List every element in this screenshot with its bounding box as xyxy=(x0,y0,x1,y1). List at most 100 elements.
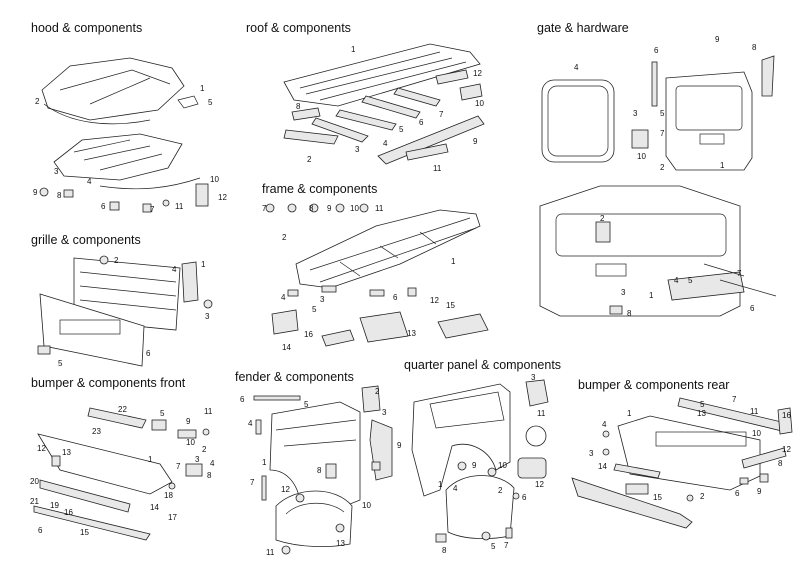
bumper-rear-diagram xyxy=(571,397,793,529)
callout-number: 1 xyxy=(200,84,205,93)
callout-number: 16 xyxy=(782,411,791,420)
callout-number: 5 xyxy=(58,359,63,368)
callout-number: 3 xyxy=(621,288,626,297)
hood-cable xyxy=(99,177,201,190)
hood-diagram xyxy=(39,57,209,213)
callout-number: 3 xyxy=(382,408,387,417)
callout-number: 11 xyxy=(537,409,546,418)
callout-number: 3 xyxy=(355,145,360,154)
callout-number: 3 xyxy=(320,295,325,304)
callout-number: 10 xyxy=(475,99,484,108)
callout-number: 10 xyxy=(210,175,219,184)
callout-number: 8 xyxy=(296,102,301,111)
callout-number: 4 xyxy=(210,459,215,468)
callout-number: 9 xyxy=(186,417,191,426)
hood-inner-panel xyxy=(53,133,183,181)
section-title-gate: gate & hardware xyxy=(537,21,629,35)
gate-callouts: 1 2 3 4 5 6 7 8 9 10 1 2 3 4 5 6 7 8 xyxy=(574,35,757,318)
callout-number: 12 xyxy=(218,193,227,202)
callout-number: 5 xyxy=(491,542,496,551)
quarter-panel xyxy=(411,383,511,497)
fender-diagram xyxy=(253,385,393,555)
callout-number: 1 xyxy=(649,291,654,300)
grille xyxy=(73,257,181,331)
callout-number: 7 xyxy=(262,204,267,213)
grille-diagram xyxy=(37,255,213,367)
callout-number: 3 xyxy=(195,455,200,464)
callout-number: 8 xyxy=(778,459,783,468)
callout-number: 17 xyxy=(168,513,177,522)
callout-number: 6 xyxy=(38,526,43,535)
callout-number: 5 xyxy=(660,109,665,118)
callout-number: 6 xyxy=(419,118,424,127)
callout-number: 9 xyxy=(472,461,477,470)
callout-number: 2 xyxy=(600,214,605,223)
callout-number: 1 xyxy=(720,161,725,170)
callout-number: 9 xyxy=(33,188,38,197)
callout-number: 1 xyxy=(451,257,456,266)
callout-number: 9 xyxy=(473,137,478,146)
callout-number: 6 xyxy=(654,46,659,55)
chassis-frame xyxy=(295,209,481,289)
callout-number: 8 xyxy=(317,466,322,475)
callout-number: 4 xyxy=(248,419,253,428)
callout-number: 5 xyxy=(304,400,309,409)
callout-number: 2 xyxy=(498,486,503,495)
section-title-roof: roof & components xyxy=(246,21,351,35)
callout-number: 1 xyxy=(148,455,153,464)
bumper-front-diagram xyxy=(33,407,210,541)
callout-number: 13 xyxy=(336,539,345,548)
callout-number: 5 xyxy=(312,305,317,314)
callout-number: 10 xyxy=(350,204,359,213)
callout-number: 3 xyxy=(589,449,594,458)
section-title-quarter: quarter panel & components xyxy=(404,358,562,372)
hood-callouts: 1 2 3 4 5 6 7 8 9 10 11 12 xyxy=(33,84,227,214)
callout-number: 23 xyxy=(92,427,101,436)
callout-number: 5 xyxy=(399,125,404,134)
callout-number: 5 xyxy=(688,276,693,285)
callout-number: 4 xyxy=(674,276,679,285)
grille-callouts: 1 2 3 4 5 6 xyxy=(58,256,210,368)
callout-number: 12 xyxy=(37,444,46,453)
callout-number: 9 xyxy=(757,487,762,496)
callout-number: 3 xyxy=(633,109,638,118)
callout-number: 2 xyxy=(375,387,380,396)
callout-number: 20 xyxy=(30,477,39,486)
callout-number: 6 xyxy=(522,493,527,502)
callout-number: 11 xyxy=(175,202,184,211)
callout-number: 13 xyxy=(697,409,706,418)
callout-number: 1 xyxy=(201,260,206,269)
callout-number: 6 xyxy=(393,293,398,302)
section-title-bumper-rear: bumper & components rear xyxy=(578,378,730,392)
callout-number: 2 xyxy=(660,163,665,172)
callout-number: 2 xyxy=(114,256,119,265)
callout-number: 7 xyxy=(439,110,444,119)
callout-number: 12 xyxy=(430,296,439,305)
callout-number: 11 xyxy=(266,548,275,557)
frame-callouts: 1 2 3 4 5 6 7 8 9 10 11 12 13 14 15 16 xyxy=(262,204,456,352)
callout-number: 8 xyxy=(309,204,314,213)
quarter-diagram xyxy=(411,379,549,543)
front-fascia xyxy=(39,293,145,367)
callout-number: 15 xyxy=(446,301,455,310)
callout-number: 10 xyxy=(637,152,646,161)
callout-number: 5 xyxy=(208,98,213,107)
callout-number: 3 xyxy=(531,373,536,382)
section-title-fender: fender & components xyxy=(235,370,354,384)
callout-number: 4 xyxy=(602,420,607,429)
callout-number: 7 xyxy=(250,478,255,487)
hood-seal xyxy=(43,103,151,125)
callout-number: 8 xyxy=(207,471,212,480)
fender-liner xyxy=(275,490,353,548)
callout-number: 15 xyxy=(80,528,89,537)
callout-number: 8 xyxy=(57,191,62,200)
callout-number: 8 xyxy=(752,43,757,52)
callout-number: 1 xyxy=(438,480,443,489)
wheelhouse-liner xyxy=(445,475,515,540)
callout-number: 2 xyxy=(282,233,287,242)
section-title-frame: frame & components xyxy=(262,182,378,196)
callout-number: 6 xyxy=(146,349,151,358)
callout-number: 11 xyxy=(204,407,213,416)
callout-number: 4 xyxy=(172,265,177,274)
callout-number: 8 xyxy=(627,309,632,318)
